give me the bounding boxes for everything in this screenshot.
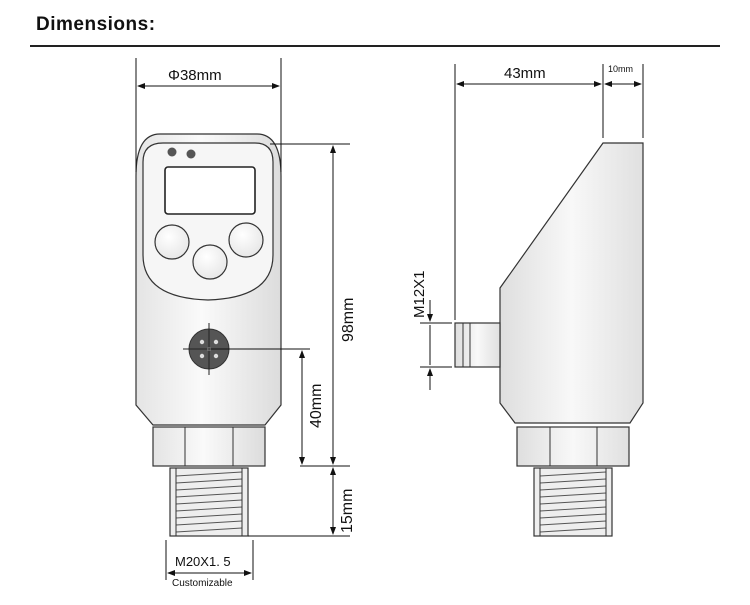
- diameter-label: Φ38mm: [168, 67, 222, 84]
- side-connector: [454, 322, 501, 368]
- side-body: [499, 142, 644, 424]
- connector-height-label: 40mm: [308, 384, 325, 428]
- front-dimension-lines: [135, 58, 350, 580]
- hex-nut: [152, 426, 266, 467]
- display-screen: [164, 166, 256, 215]
- process-thread-label: M20X1. 5: [175, 554, 231, 569]
- side-view: [454, 142, 644, 537]
- led-indicator-2: [186, 149, 196, 159]
- total-height-label: 98mm: [340, 298, 357, 342]
- side-thread-lines: [539, 471, 607, 533]
- connector-pin: [199, 353, 205, 359]
- page-title: Dimensions:: [36, 14, 156, 35]
- button-right: [228, 222, 264, 258]
- side-hex-nut: [516, 426, 630, 467]
- length-label: 43mm: [504, 65, 546, 82]
- button-center: [192, 244, 228, 280]
- connector-pin: [199, 339, 205, 345]
- connector-pin: [213, 353, 219, 359]
- thread-note-label: Customizable: [172, 578, 233, 589]
- title-divider: [30, 45, 720, 47]
- button-left: [154, 224, 190, 260]
- thread-lines: [175, 471, 243, 533]
- front-view: [135, 133, 282, 537]
- connector-pin: [213, 339, 219, 345]
- led-indicator-1: [167, 147, 177, 157]
- connector-thread-label: M12X1: [411, 270, 428, 318]
- head-extension-label: 10mm: [608, 64, 633, 74]
- side-dimension-lines: [420, 64, 644, 390]
- thread-length-label: 15mm: [339, 489, 356, 533]
